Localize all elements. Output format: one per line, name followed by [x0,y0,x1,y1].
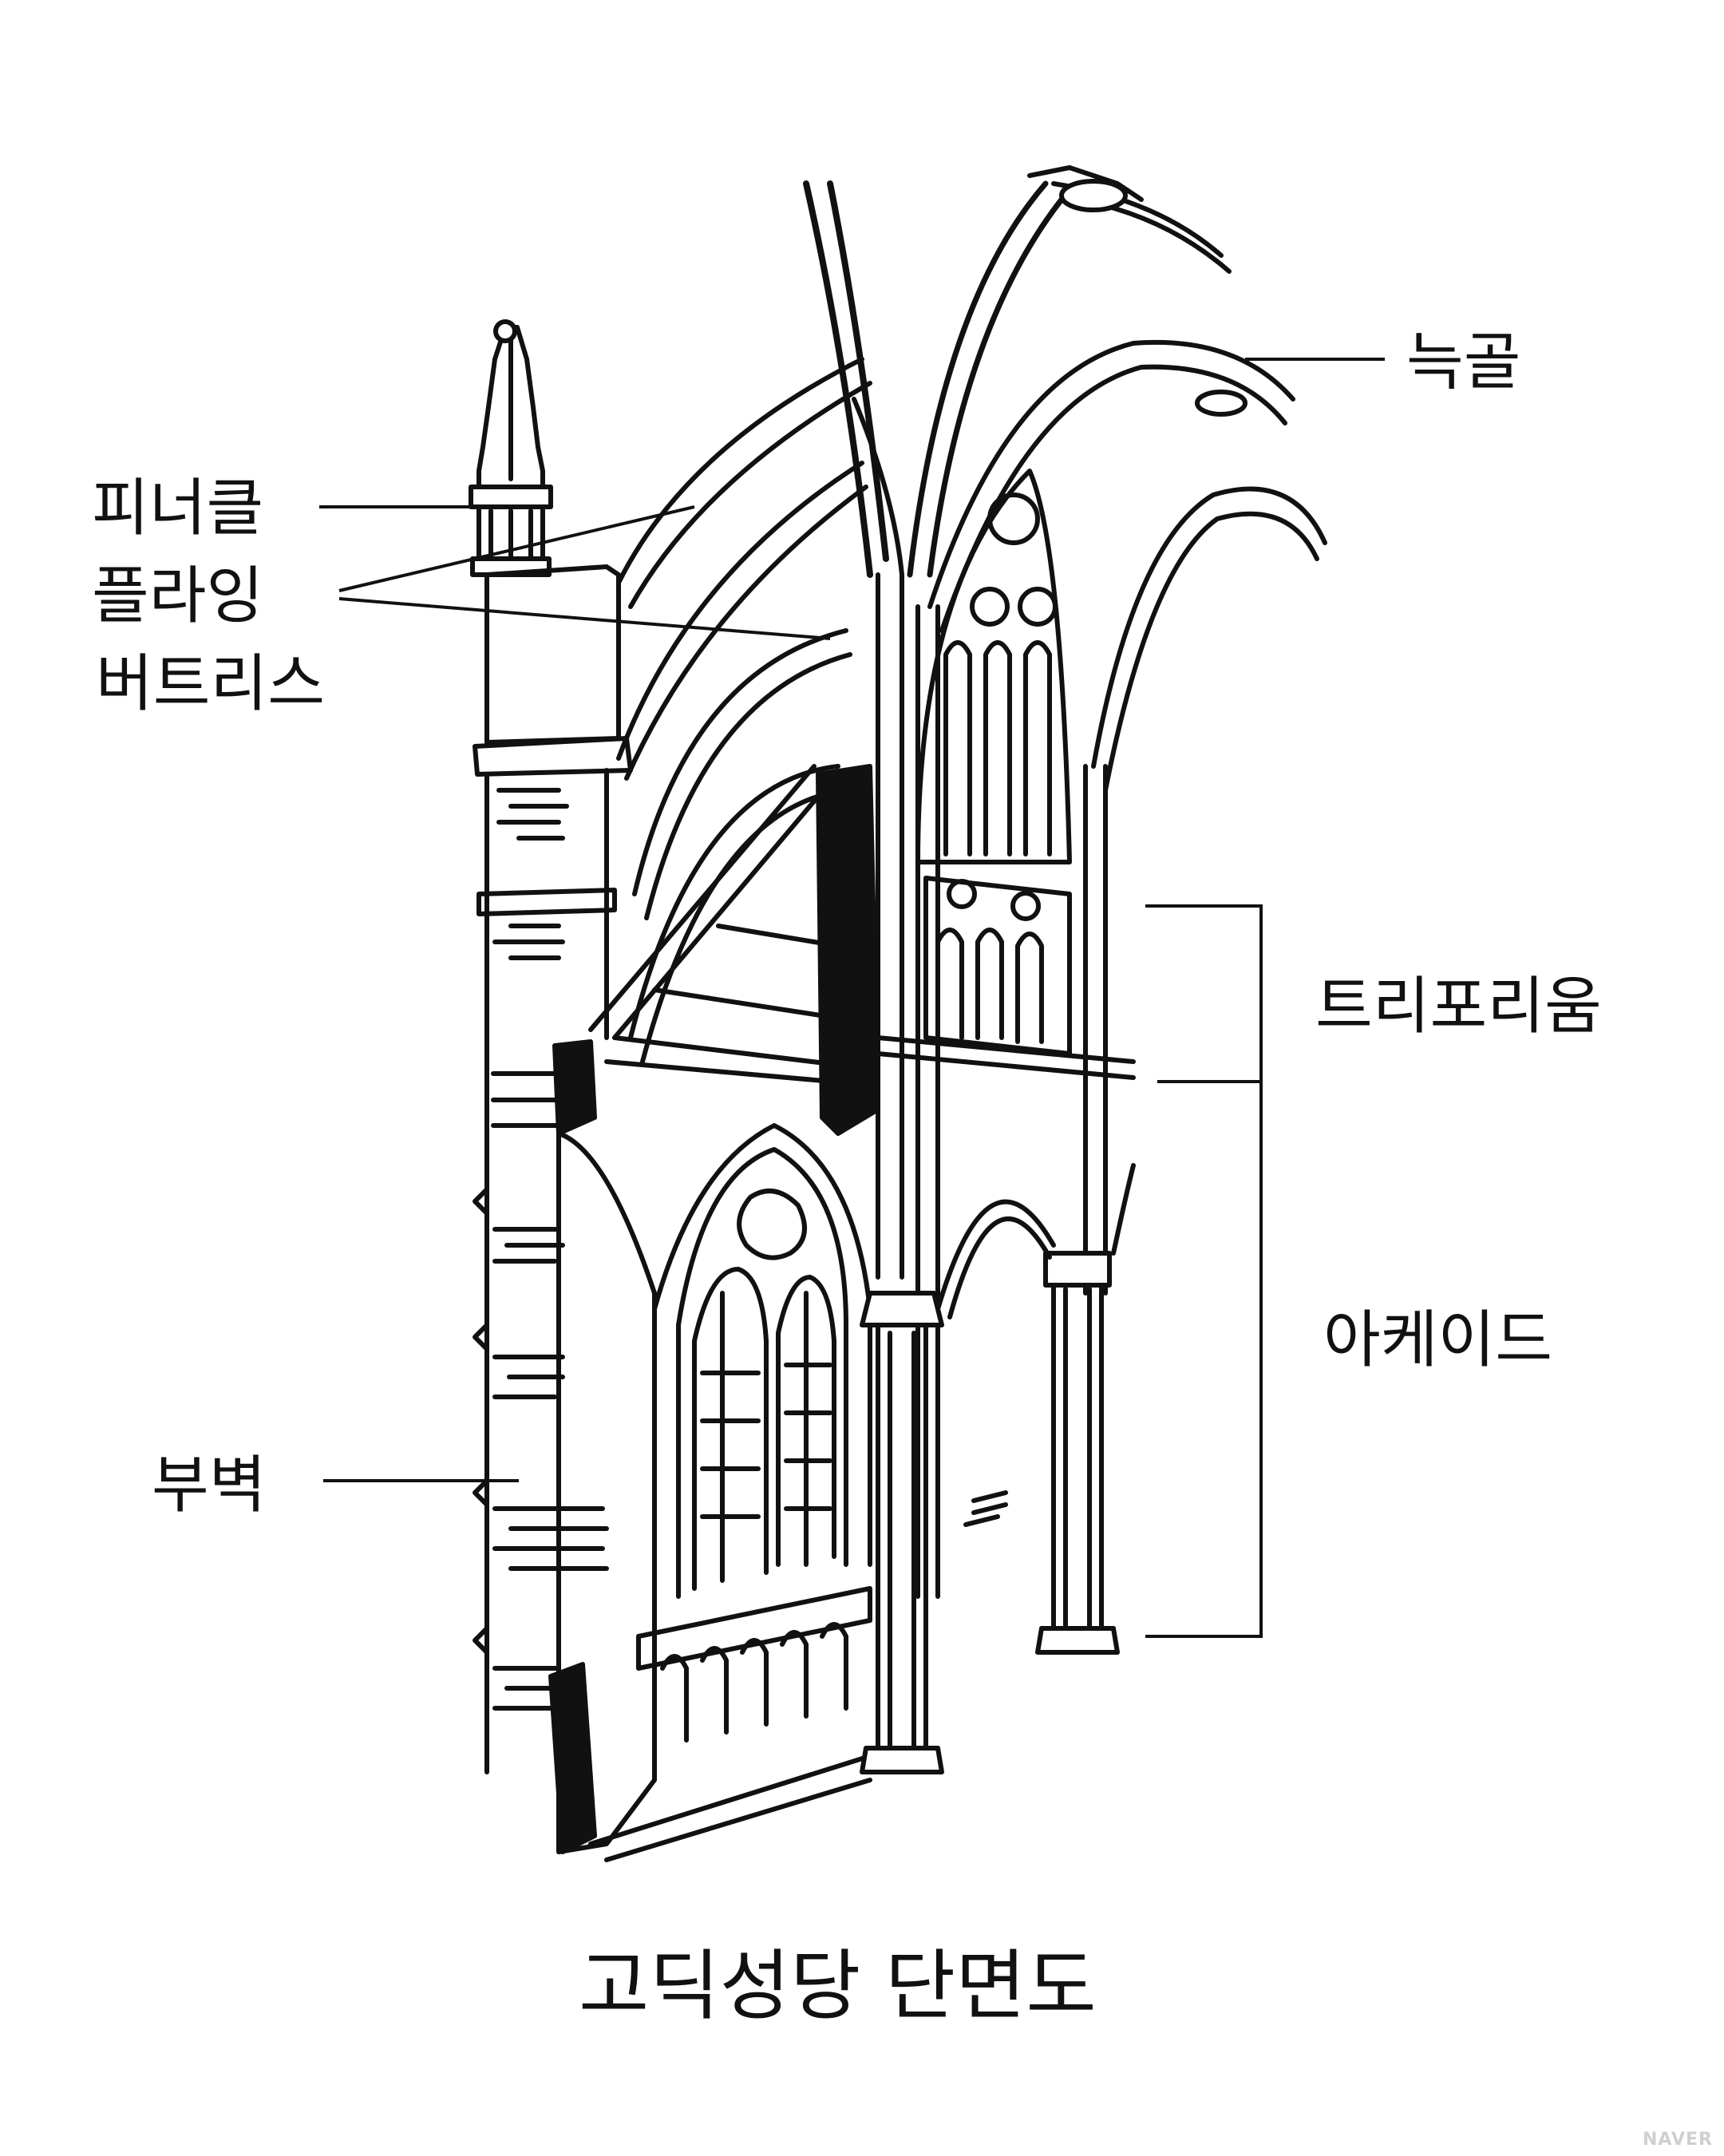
pinnacle [469,319,553,577]
rib-label: 늑골 [1406,326,1521,398]
leader-lines [319,358,1385,1638]
flying-buttresses [616,357,872,1064]
arcade-label: 아케이드 [1323,1304,1553,1376]
naver-watermark: NAVER [1643,2130,1713,2150]
vertical-shafts [876,572,1108,1599]
arcade-bracket [1145,1082,1263,1638]
arcade-columns [860,1163,1136,1774]
flying-buttress-label-line1: 플라잉 [92,560,264,632]
flying-buttress-leader-lower [338,597,831,640]
aisle-window [556,1123,872,1862]
diagram-title: 고딕성당 단면도 [579,1941,1097,2031]
flying-buttress-label-line2: 버트리스 [96,648,326,720]
buttress-label: 부벽 [152,1450,267,1521]
triforium-bracket [1145,904,1263,1083]
flying-buttress-leader-upper [338,505,695,592]
wall-sections [548,764,880,1854]
clerestory-window [915,469,1072,864]
pinnacle-label: 피너클 [92,473,264,544]
buttress-tower [473,564,633,1774]
vault-ribs [803,165,1327,793]
triforium-label: 트리포리움 [1315,971,1602,1042]
triforium-gallery [876,876,1136,1080]
